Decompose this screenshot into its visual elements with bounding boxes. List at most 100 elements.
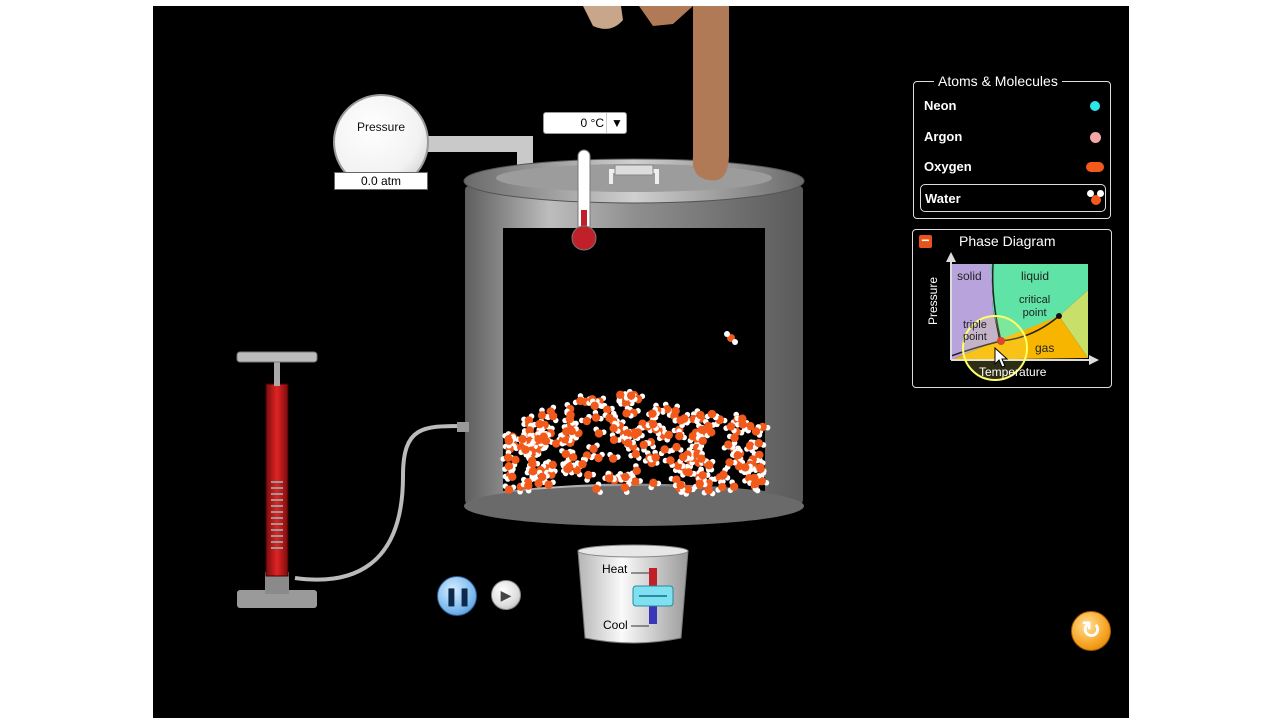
phase-diagram-panel: − Phase Diagram solid liquid gas critica… (912, 229, 1112, 388)
reset-icon: ↻ (1080, 617, 1102, 644)
water-molecule (701, 486, 716, 497)
pump-handle (236, 351, 318, 363)
triple-label-line1: triple (963, 319, 987, 331)
water-molecule (622, 405, 634, 419)
step-button[interactable]: ▶ (491, 580, 521, 610)
chamber-bottom (464, 486, 804, 526)
water-molecule (593, 426, 607, 438)
water-molecule (694, 408, 705, 422)
pump-hose (294, 424, 464, 582)
atom-label: Neon (924, 98, 957, 113)
water-molecule (662, 456, 675, 468)
water-molecule (704, 458, 716, 473)
pause-icon: ❚❚ (443, 586, 472, 606)
water-molecule (623, 391, 638, 402)
water-molecule (616, 390, 628, 403)
water-molecule (623, 435, 636, 448)
water-molecule (723, 422, 737, 434)
water-molecule (630, 474, 643, 486)
heat-label: Heat (602, 562, 628, 576)
chamber-graphics (236, 6, 805, 644)
water-molecule (563, 460, 577, 472)
water-molecule (591, 451, 605, 463)
atom-option-water[interactable]: Water (920, 184, 1106, 212)
water-molecule (502, 483, 517, 494)
water-molecule (734, 420, 748, 432)
water-molecule (514, 431, 527, 444)
phase-boundary-vaporization (1000, 315, 1060, 342)
pause-button[interactable]: ❚❚ (437, 576, 477, 616)
lid-handle-grip (614, 164, 654, 176)
pressure-readout: 0.0 atm (334, 172, 428, 190)
minus-icon[interactable]: − (919, 233, 932, 248)
gas-label: gas (1035, 341, 1055, 355)
water-molecule (574, 457, 588, 469)
water-molecule (648, 449, 660, 463)
water-molecule (684, 464, 697, 477)
water-molecule (572, 393, 585, 406)
water-molecule (633, 424, 645, 439)
water-icon (1091, 195, 1101, 205)
water-molecule (747, 479, 760, 492)
water-molecule (591, 409, 604, 422)
water-molecule (669, 442, 684, 453)
water-molecule (562, 414, 576, 426)
water-molecule (752, 439, 767, 450)
water-molecule (545, 459, 557, 473)
heater-slider-track-cool (649, 598, 657, 624)
water-molecule (592, 481, 603, 495)
triple-point-label: triple point (963, 319, 987, 343)
water-molecule (719, 467, 731, 481)
water-molecule (618, 472, 633, 483)
mouse-cursor-icon (994, 346, 1009, 368)
water-molecule (628, 449, 642, 461)
atom-label: Argon (924, 129, 963, 144)
water-molecule (504, 436, 517, 449)
liquid-region-yellow (1059, 290, 1088, 358)
water-molecule (648, 478, 662, 491)
water-molecule (661, 429, 673, 443)
water-molecule (726, 433, 739, 446)
water-molecule (518, 445, 533, 456)
critical-label-line2: point (1022, 307, 1047, 319)
water-molecule (751, 424, 763, 438)
finger-2 (583, 6, 623, 29)
atom-option-neon[interactable]: Neon (920, 92, 1106, 120)
triangle-down-icon[interactable]: ▼ (606, 113, 627, 133)
water-molecule (559, 448, 573, 459)
atom-option-oxygen[interactable]: Oxygen (920, 153, 1106, 181)
atom-label: Oxygen (924, 159, 972, 174)
atom-option-argon[interactable]: Argon (920, 123, 1106, 151)
cool-label: Cool (603, 618, 628, 632)
water-molecule (609, 420, 621, 434)
water-molecule (672, 480, 686, 493)
neon-icon (1090, 101, 1100, 111)
water-molecule (586, 442, 600, 454)
water-molecule (696, 422, 707, 437)
water-molecule (602, 411, 617, 423)
finger (692, 6, 729, 181)
pump-rod (274, 362, 280, 386)
temperature-select[interactable]: 0 °C ▼ (543, 112, 627, 134)
water-molecule (502, 462, 516, 472)
reset-button[interactable]: ↻ (1071, 611, 1111, 651)
water-molecule (629, 463, 641, 477)
water-molecule (500, 449, 513, 462)
solid-label: solid (957, 269, 982, 283)
water-molecule (757, 473, 770, 486)
gauge-label: Pressure (356, 120, 406, 134)
water-molecule (715, 479, 727, 493)
hose-connector (457, 422, 469, 432)
water-molecule (645, 419, 659, 432)
water-molecule (704, 409, 719, 421)
phase-diagram-chart (946, 252, 1099, 381)
water-molecule (680, 411, 691, 426)
water-molecule (525, 466, 538, 480)
pump-base (237, 590, 317, 608)
heater-slider-track-heat (649, 568, 657, 598)
water-molecule (545, 411, 559, 424)
water-molecule (741, 463, 753, 476)
triple-label-line2: point (963, 331, 987, 343)
thermometer-fluid (581, 210, 587, 238)
simulation-stage: Pressure 0.0 atm 0 °C ▼ Heat Cool Atoms … (153, 6, 1129, 718)
